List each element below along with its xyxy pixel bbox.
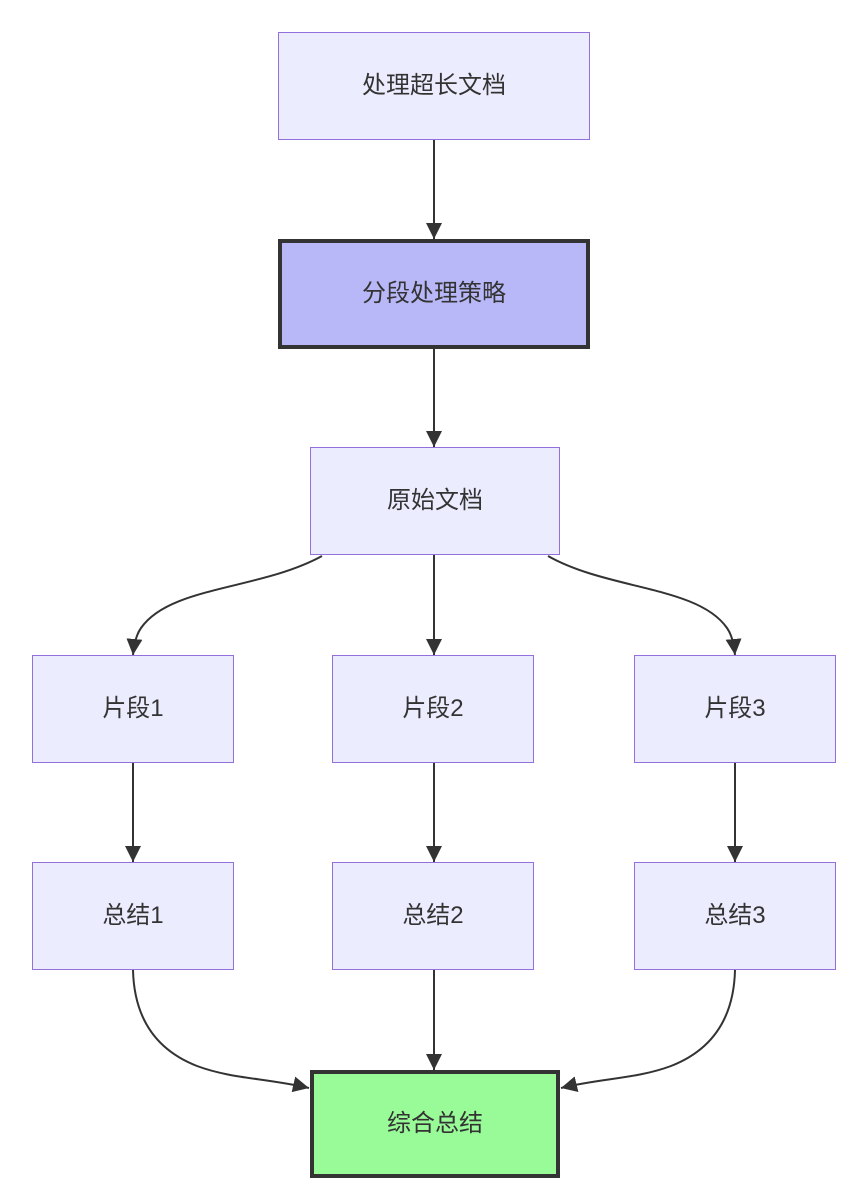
edge-c-to-d: [126, 555, 323, 656]
edge-g-to-j: [132, 969, 310, 1093]
node-summary-3: 总结3: [634, 862, 836, 970]
node-final-summary: 综合总结: [310, 1070, 560, 1178]
node-segmentation-strategy: 分段处理策略: [278, 239, 590, 349]
node-summary-1-label: 总结1: [102, 901, 164, 929]
node-original-document: 原始文档: [310, 447, 560, 555]
node-segmentation-strategy-label: 分段处理策略: [362, 279, 506, 307]
node-fragment-1: 片段1: [32, 655, 234, 763]
node-fragment-3-label: 片段3: [704, 694, 766, 722]
node-process-long-document: 处理超长文档: [278, 32, 590, 140]
node-fragment-2-label: 片段2: [402, 694, 464, 722]
node-summary-2: 总结2: [332, 862, 534, 970]
edge-i-to-j: [560, 969, 736, 1092]
node-summary-3-label: 总结3: [704, 901, 766, 929]
edge-c-to-f: [547, 555, 742, 656]
node-process-long-document-label: 处理超长文档: [362, 71, 506, 99]
node-original-document-label: 原始文档: [387, 486, 483, 514]
node-fragment-2: 片段2: [332, 655, 534, 763]
node-fragment-3: 片段3: [634, 655, 836, 763]
node-fragment-1-label: 片段1: [102, 694, 164, 722]
node-summary-1: 总结1: [32, 862, 234, 970]
node-summary-2-label: 总结2: [402, 901, 464, 929]
node-final-summary-label: 综合总结: [387, 1109, 483, 1137]
